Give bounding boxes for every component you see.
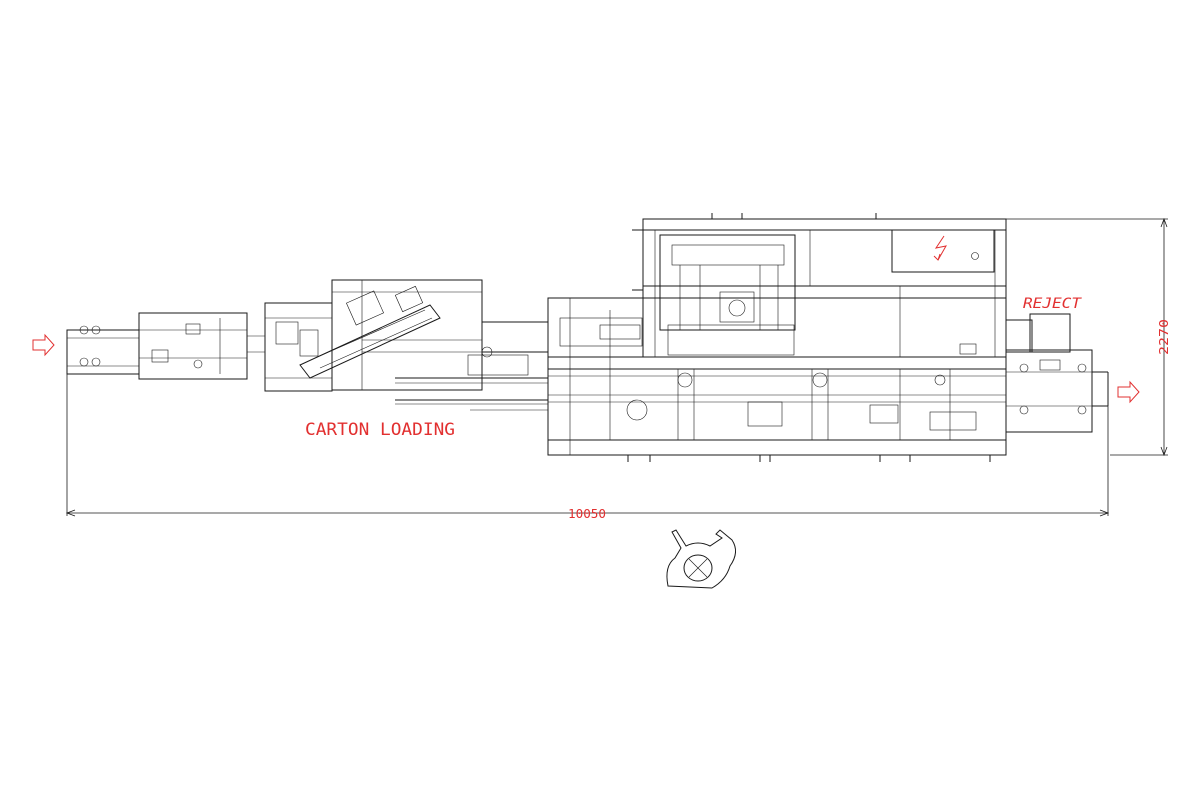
carton-magazine-section bbox=[264, 279, 483, 392]
transfer-rails bbox=[395, 321, 548, 411]
arrow-right-icon bbox=[32, 333, 55, 357]
overall-length-value: 10050 bbox=[568, 507, 606, 521]
reject-label: REJECT bbox=[1023, 296, 1083, 312]
overall-width-value: 2270 bbox=[1157, 319, 1171, 355]
lightning-bolt-icon bbox=[933, 235, 947, 261]
main-cartoner-frame bbox=[547, 297, 1007, 462]
upper-closing-module bbox=[632, 213, 1007, 358]
infeed-conveyor bbox=[66, 312, 265, 380]
arrow-right-icon bbox=[1117, 380, 1140, 404]
overall-length-dimension bbox=[65, 374, 1110, 517]
carton-loading-label: CARTON LOADING bbox=[305, 420, 455, 440]
operator-icon bbox=[666, 529, 736, 589]
reject-unit bbox=[1005, 313, 1109, 433]
overall-width-dimension bbox=[1006, 217, 1168, 457]
